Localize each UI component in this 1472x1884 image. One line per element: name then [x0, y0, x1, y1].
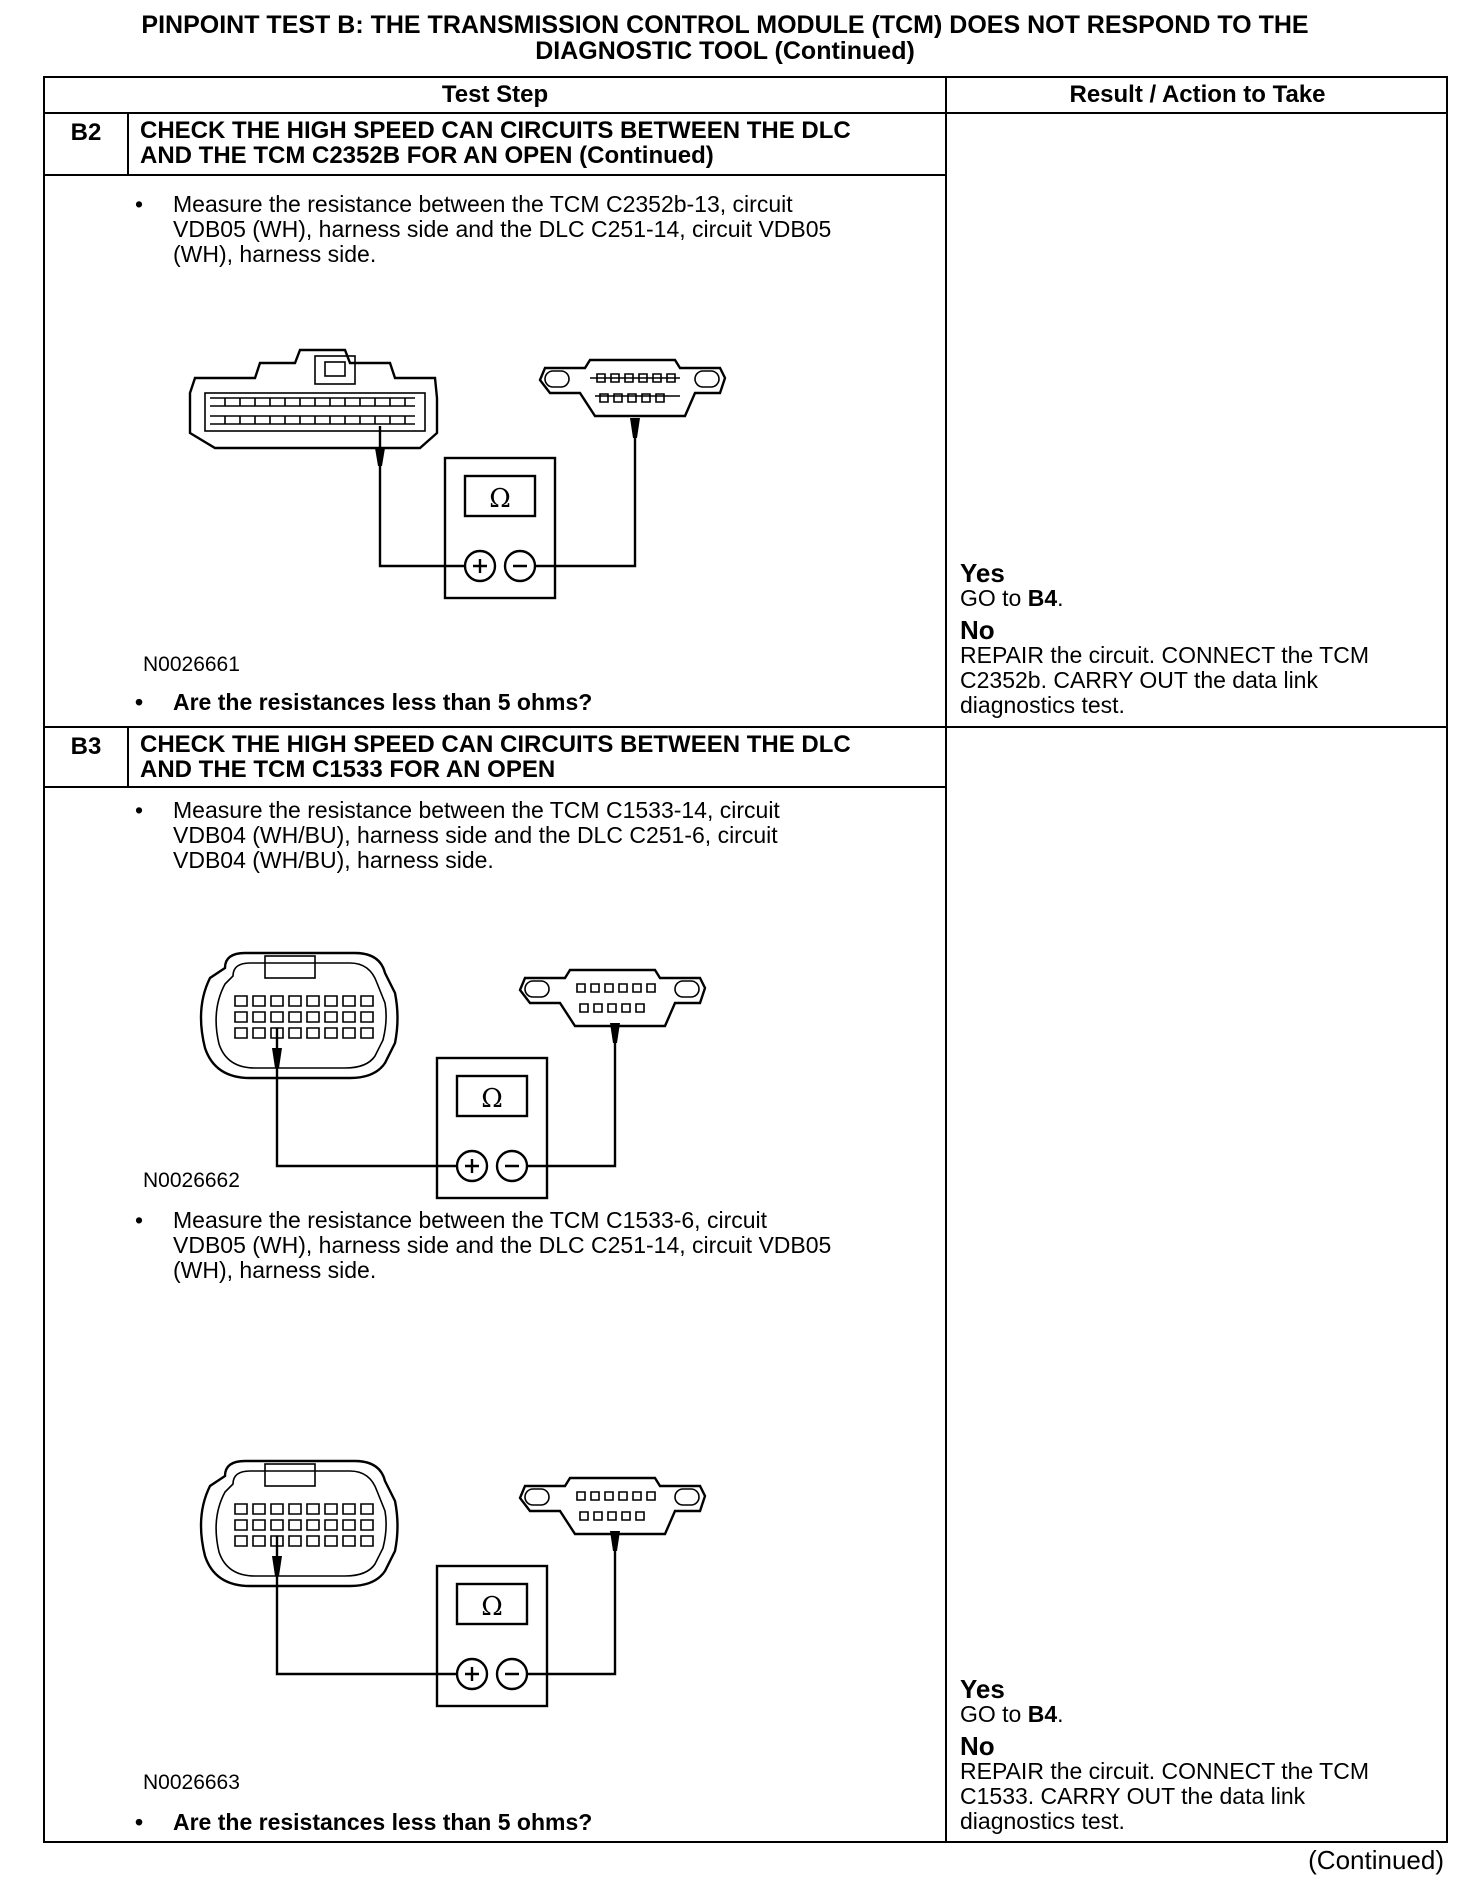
tcm-connector-icon: [199, 1459, 399, 1588]
wiring-diagram-n0026663: Ω: [199, 1459, 707, 1708]
yes-action: GO to B4.: [960, 1702, 1440, 1727]
step-title-b2-line-2: AND THE TCM C2352B FOR AN OPEN (Continue…: [140, 142, 714, 169]
no-action-line: diagnostics test.: [960, 692, 1125, 718]
page-title: PINPOINT TEST B: THE TRANSMISSION CONTRO…: [40, 12, 1410, 64]
wiring-diagram-n0026662: Ω: [199, 951, 707, 1200]
action-text-line: (WH), harness side.: [173, 1257, 377, 1283]
question-text: Are the resistances less than 5 ohms?: [173, 1809, 593, 1835]
yes-label: Yes: [960, 1674, 1005, 1704]
tcm-connector-icon: [188, 348, 439, 450]
step-title-b2: CHECK THE HIGH SPEED CAN CIRCUITS BETWEE…: [140, 118, 910, 168]
dlc-connector-icon: [518, 1476, 707, 1536]
step-title-b3: CHECK THE HIGH SPEED CAN CIRCUITS BETWEE…: [140, 732, 910, 782]
question-text: Are the resistances less than 5 ohms?: [173, 689, 593, 715]
yes-action: GO to B4.: [960, 586, 1440, 611]
figure-id-n0026662: N0026662: [143, 1169, 240, 1192]
result-b2: Yes GO to B4. No REPAIR the circuit. CON…: [960, 560, 1440, 718]
action-text-line: VDB05 (WH), harness side and the DLC C25…: [173, 216, 832, 242]
test-lead-wires: [272, 1023, 620, 1168]
bullet-dot: •: [135, 797, 144, 823]
dlc-connector-icon: [538, 358, 727, 418]
no-action-line: C1533. CARRY OUT the data link: [960, 1783, 1306, 1809]
no-action-line: REPAIR the circuit. CONNECT the TCM: [960, 1758, 1369, 1784]
result-b3: Yes GO to B4. No REPAIR the circuit. CON…: [960, 1676, 1440, 1834]
figure-id-n0026661: N0026661: [143, 653, 240, 676]
action-text-line: VDB04 (WH/BU), harness side and the DLC …: [173, 822, 778, 848]
action-text-line: VDB04 (WH/BU), harness side.: [173, 847, 494, 873]
column-header-result: Result / Action to Take: [947, 78, 1448, 114]
test-lead-wires: [272, 1531, 620, 1676]
figure-id-n0026663: N0026663: [143, 1771, 240, 1794]
page-title-line-2: DIAGNOSTIC TOOL (Continued): [535, 37, 915, 65]
ohm-symbol: Ω: [481, 1084, 503, 1114]
yes-action-suffix: .: [1057, 1701, 1064, 1727]
column-header-test-step: Test Step: [45, 78, 947, 114]
no-action-line: diagnostics test.: [960, 1808, 1125, 1834]
yes-action-prefix: GO to: [960, 585, 1028, 611]
id-column-divider: [127, 114, 129, 174]
ohm-symbol: Ω: [481, 1592, 503, 1622]
step-title-divider: [45, 174, 947, 176]
dlc-connector-icon: [518, 968, 707, 1028]
yes-action-prefix: GO to: [960, 1701, 1028, 1727]
step-id-b3: B3: [70, 733, 102, 760]
action-text-line: VDB05 (WH), harness side and the DLC C25…: [173, 1232, 832, 1258]
action-text-line: (WH), harness side.: [173, 241, 377, 267]
step-title-b3-line-2: AND THE TCM C1533 FOR AN OPEN: [140, 756, 556, 783]
bullet-dot: •: [135, 1207, 144, 1233]
tcm-connector-icon: [199, 951, 399, 1080]
no-label: No: [960, 615, 995, 645]
yes-target-step: B4: [1027, 585, 1058, 611]
no-label: No: [960, 1731, 995, 1761]
action-text-line: Measure the resistance between the TCM C…: [173, 797, 780, 823]
no-action-line: C2352b. CARRY OUT the data link: [960, 667, 1318, 693]
page-title-line-1: PINPOINT TEST B: THE TRANSMISSION CONTRO…: [141, 11, 1309, 39]
continued-note: (Continued): [1308, 1845, 1444, 1875]
column-divider: [945, 114, 947, 1843]
step-title-b2-line-1: CHECK THE HIGH SPEED CAN CIRCUITS BETWEE…: [140, 117, 851, 144]
ohm-symbol: Ω: [489, 484, 511, 514]
bullet-dot: •: [135, 191, 144, 217]
action-text-line: Measure the resistance between the TCM C…: [173, 1207, 768, 1233]
test-lead-wires: [375, 418, 640, 568]
step-title-divider: [45, 786, 947, 788]
id-column-divider: [127, 728, 129, 786]
test-step-table: Test Step Result / Action to Take B2 CHE…: [43, 76, 1448, 1843]
step-id-b2: B2: [70, 119, 102, 146]
ohmmeter-icon: Ω: [435, 1564, 549, 1708]
no-action-line: REPAIR the circuit. CONNECT the TCM: [960, 642, 1369, 668]
step-divider: [45, 726, 1448, 728]
yes-action-suffix: .: [1057, 585, 1064, 611]
step-title-b3-line-1: CHECK THE HIGH SPEED CAN CIRCUITS BETWEE…: [140, 731, 851, 758]
yes-target-step: B4: [1027, 1701, 1058, 1727]
action-text-line: Measure the resistance between the TCM C…: [173, 191, 793, 217]
yes-label: Yes: [960, 558, 1005, 588]
ohmmeter-icon: Ω: [443, 456, 557, 600]
ohmmeter-icon: Ω: [435, 1056, 549, 1200]
wiring-diagram-n0026661: Ω: [188, 348, 727, 600]
